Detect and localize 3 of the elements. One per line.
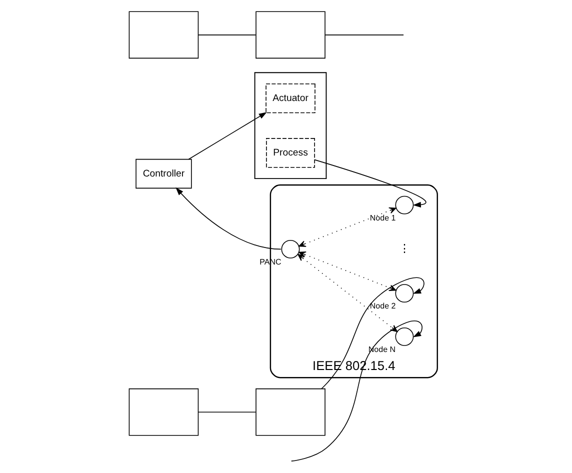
- node-label: Node 2: [369, 302, 396, 311]
- node-label: Node 1: [369, 213, 396, 222]
- label: ⋮: [398, 243, 410, 256]
